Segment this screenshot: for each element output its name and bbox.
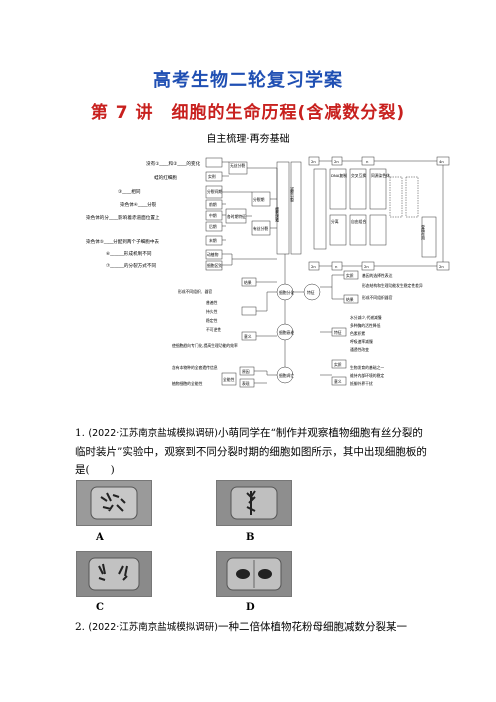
diagram-label: 表现 <box>242 381 250 386</box>
diagram-text: 形态结构和生理功能发生稳定性差异 <box>362 283 423 288</box>
diagram-text: 稳定性 <box>206 318 218 323</box>
lesson-title: 第 7 讲 细胞的生命历程(含减数分裂) <box>90 103 406 123</box>
diagram-label: 分离 <box>331 219 339 224</box>
option-d-label: D <box>246 602 255 613</box>
diagram-text: 呼吸速率减慢 <box>350 339 373 344</box>
diagram-label: n <box>366 159 369 164</box>
diagram-label: 自由组合 <box>351 219 366 224</box>
diagram-label: 细胞衰老 <box>279 330 294 335</box>
option-c-label: C <box>96 602 104 613</box>
question-number: 1. <box>75 427 86 439</box>
concept-map-diagram: 没有①____和②____的变化 蛙的红细胞 ③____相同 染色体④____分… <box>86 156 450 388</box>
diagram-label: 前期 <box>209 202 217 207</box>
diagram-text: 多种酶的活性降低 <box>350 323 381 328</box>
diagram-label: 各时期特征 <box>227 214 246 219</box>
question-2: 2. (2022·江苏南京盐城模拟调研)一种二倍体植物花粉母细胞减数分裂某一 <box>75 618 430 637</box>
diagram-label: 结果 <box>346 297 354 302</box>
diagram-text: 使细胞趋向专门化,提高生理功能的效率 <box>172 343 238 348</box>
diagram-label: 2n <box>364 264 369 269</box>
diagram-label: 细胞凋亡 <box>279 373 294 378</box>
cell-image-a <box>76 480 152 526</box>
diagram-label: 特征 <box>307 290 315 295</box>
diagram-text: 含有本物种的全套遗传信息 <box>172 365 218 370</box>
diagram-text: 持久性 <box>206 309 218 314</box>
diagram-label: 意义 <box>244 334 252 339</box>
diagram-label: 实例 <box>208 174 216 179</box>
cell-image-b <box>216 480 292 526</box>
section-heading: 自主梳理·再夯基础 <box>206 134 290 145</box>
diagram-text: 不可逆性 <box>206 327 221 332</box>
cell-image-c <box>76 551 152 597</box>
diagram-text: 蛙的红细胞 <box>154 174 177 181</box>
diagram-text: 形成不同组织器官 <box>362 295 393 300</box>
question-1: 1. (2022·江苏南京盐城模拟调研)小萌同学在“制作并观察植物细胞有丝分裂的… <box>75 424 430 479</box>
diagram-label: 交叉互换 <box>351 173 366 178</box>
diagram-text: 抵御外界干扰 <box>350 381 373 386</box>
diagram-label: 2n <box>439 264 444 269</box>
diagram-label: 受精作用 <box>420 224 426 240</box>
diagram-label: DNA复制 <box>331 173 347 178</box>
diagram-text: 染色体④____分裂 <box>120 201 157 208</box>
diagram-label: n <box>335 264 338 269</box>
diagram-text: ③____相同 <box>118 188 141 195</box>
diagram-text: 水分减少,代谢减慢 <box>350 315 382 320</box>
diagram-text: ⑦______的分裂方式不同 <box>106 262 156 269</box>
diagram-label: 全能性 <box>223 377 235 382</box>
diagram-label: 2n <box>311 159 316 164</box>
diagram-label: 减数分裂 <box>289 186 295 202</box>
diagram-label: 同源染色体 <box>371 173 390 178</box>
diagram-label: 2n <box>311 264 316 269</box>
diagram-label: 实质 <box>346 273 354 278</box>
question-text: 一种二倍体植物花粉母细胞减数分裂某一 <box>218 621 407 633</box>
diagram-label: 原因 <box>242 369 250 374</box>
diagram-label: 有丝分裂 <box>253 226 268 231</box>
diagram-text: 通透性改变 <box>350 347 369 352</box>
diagram-label: 细胞区别 <box>207 263 222 268</box>
diagram-text: 植物细胞的全能性 <box>172 381 203 386</box>
diagram-label: 末期 <box>209 238 217 243</box>
option-a-label: A <box>96 532 104 543</box>
diagram-label: 动植物 <box>207 252 219 257</box>
diagram-text: 染色体的分____影响着赤道面位置上 <box>86 214 160 221</box>
diagram-label: 4n <box>439 159 444 164</box>
diagram-label: 无丝分裂 <box>230 163 245 168</box>
diagram-text: 染色体⑤____分配到两个子细胞中去 <box>86 238 159 245</box>
option-b-label: B <box>246 532 255 543</box>
diagram-text: 维持内部环境的稳定 <box>350 373 384 378</box>
diagram-label: 分裂间期 <box>207 189 222 194</box>
question-number: 2. <box>75 621 86 633</box>
diagram-text: 生物发育的基础之一 <box>350 365 384 370</box>
diagram-label: 实质 <box>334 362 342 367</box>
diagram-text: 形成不同组织、器官 <box>178 289 212 294</box>
diagram-text: 没有①____和②____的变化 <box>146 160 201 167</box>
question-source: (2022·江苏南京盐城模拟调研) <box>88 428 218 439</box>
diagram-text: 基因的选择性表达 <box>362 273 393 278</box>
diagram-label: 后期 <box>209 224 217 229</box>
diagram-text: 普遍性 <box>206 300 218 305</box>
diagram-label: 细胞分化 <box>279 290 294 295</box>
diagram-label: 意义 <box>334 379 342 384</box>
diagram-label: 结果 <box>244 280 252 285</box>
diagram-label: 中期 <box>209 213 217 218</box>
question-source: (2022·江苏南京盐城模拟调研) <box>88 622 218 633</box>
diagram-label: 特征 <box>334 330 342 335</box>
question-text: 小萌同学在“制作并观察植物细胞有丝分裂的临时装片”实验中，观察到不同分裂时期的细… <box>75 427 427 476</box>
page-title: 高考生物二轮复习学案 <box>153 70 343 91</box>
diagram-label: 2n <box>334 159 339 164</box>
diagram-text: 色素积累 <box>350 331 365 336</box>
diagram-label: 细胞增殖 <box>274 206 280 222</box>
diagram-text: ⑥______形成机制不同 <box>106 250 152 257</box>
diagram-label: 分裂期 <box>253 197 265 202</box>
cell-image-d <box>216 551 292 597</box>
